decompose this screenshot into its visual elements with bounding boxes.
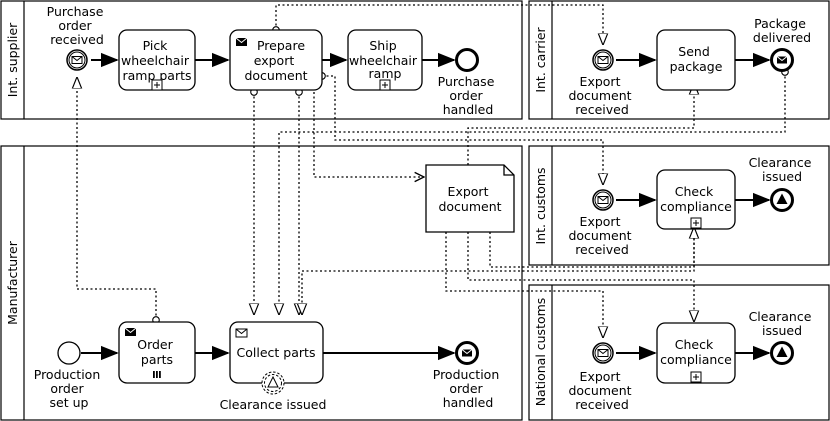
int-customs-start-label: Export document received xyxy=(568,214,635,257)
envelope-icon xyxy=(461,349,473,357)
envelope-icon xyxy=(776,56,788,64)
escalation-icon xyxy=(776,346,788,357)
national-customs-start-event[interactable] xyxy=(592,342,614,364)
supplier-end-event[interactable] xyxy=(455,48,479,72)
task-ship-wheelchair-ramp[interactable]: Ship wheelchair ramp xyxy=(347,29,423,91)
supplier-start-event[interactable] xyxy=(66,49,88,71)
task-prepare-export-document[interactable]: Prepare export document xyxy=(229,29,323,91)
envelope-icon xyxy=(71,56,83,64)
carrier-end-label: Package delivered xyxy=(753,16,811,45)
send-message-icon xyxy=(124,327,137,336)
boundary-event-clearance-issued[interactable] xyxy=(261,371,285,395)
subprocess-marker-icon xyxy=(379,79,391,91)
national-customs-end-label: Clearance issued xyxy=(749,309,816,338)
pool-label-int-customs: Int. customs xyxy=(533,167,548,244)
pool-label-int-supplier: Int. supplier xyxy=(5,22,20,97)
svg-text:Send package: Send package xyxy=(670,44,723,74)
send-message-icon xyxy=(235,37,248,46)
envelope-icon xyxy=(597,56,609,64)
subprocess-marker-icon xyxy=(690,217,702,229)
svg-text:Ship wheelchair ra: Ship wheelchair ramp xyxy=(349,38,421,81)
subprocess-marker-icon xyxy=(690,371,702,383)
pool-label-manufacturer: Manufacturer xyxy=(5,240,20,325)
envelope-icon xyxy=(597,349,609,357)
task-order-parts[interactable]: Order parts xyxy=(118,321,196,384)
supplier-start-label: Purchase order received xyxy=(47,4,108,47)
national-customs-start-label: Export document received xyxy=(568,369,635,412)
svg-text:Collect parts: Collect parts xyxy=(237,345,316,360)
int-customs-end-event[interactable] xyxy=(770,188,794,212)
manufacturer-start-event[interactable] xyxy=(57,341,81,365)
task-int-check-compliance[interactable]: Check compliance xyxy=(656,169,736,230)
message-flows xyxy=(77,4,785,337)
manufacturer-end-label: Production order handled xyxy=(433,367,504,410)
carrier-end-event[interactable] xyxy=(770,48,794,72)
svg-text:Pick wheelchair ra: Pick wheelchair ramp parts xyxy=(121,38,193,83)
task-pick-wheelchair-ramp-parts[interactable]: Pick wheelchair ramp parts xyxy=(118,29,196,91)
carrier-start-event[interactable] xyxy=(592,49,614,71)
svg-text:Prepare export doc: Prepare export document xyxy=(244,38,309,83)
escalation-icon xyxy=(267,375,279,388)
envelope-icon xyxy=(597,196,609,204)
task-national-check-compliance[interactable]: Check compliance xyxy=(656,322,736,384)
pool-label-int-carrier: Int. carrier xyxy=(533,26,548,92)
pool-int-supplier: Int. supplier xyxy=(0,0,523,120)
supplier-end-label: Purchase order handled xyxy=(438,74,499,117)
carrier-start-label: Export document received xyxy=(568,74,635,117)
subprocess-marker-icon xyxy=(151,79,163,91)
data-object-export-document[interactable]: Export document xyxy=(425,164,515,233)
task-send-package[interactable]: Send package xyxy=(656,29,736,91)
escalation-icon xyxy=(776,193,788,204)
int-customs-start-event[interactable] xyxy=(592,189,614,211)
svg-text:Check compliance: Check compliance xyxy=(660,337,732,367)
svg-text:Order parts: Order parts xyxy=(137,337,177,367)
task-collect-parts[interactable]: Collect parts xyxy=(229,321,324,384)
manufacturer-end-event[interactable] xyxy=(455,341,479,365)
receive-message-icon xyxy=(235,328,248,338)
svg-text:Check compliance: Check compliance xyxy=(660,184,732,214)
int-customs-end-label: Clearance issued xyxy=(749,155,816,184)
svg-text:Export document: Export document xyxy=(438,184,501,214)
multi-instance-marker-icon xyxy=(153,371,161,378)
pool-label-national-customs: National customs xyxy=(533,298,548,407)
national-customs-end-event[interactable] xyxy=(770,341,794,365)
manufacturer-start-label: Production order set up xyxy=(34,367,105,410)
boundary-event-label: Clearance issued xyxy=(220,397,327,412)
